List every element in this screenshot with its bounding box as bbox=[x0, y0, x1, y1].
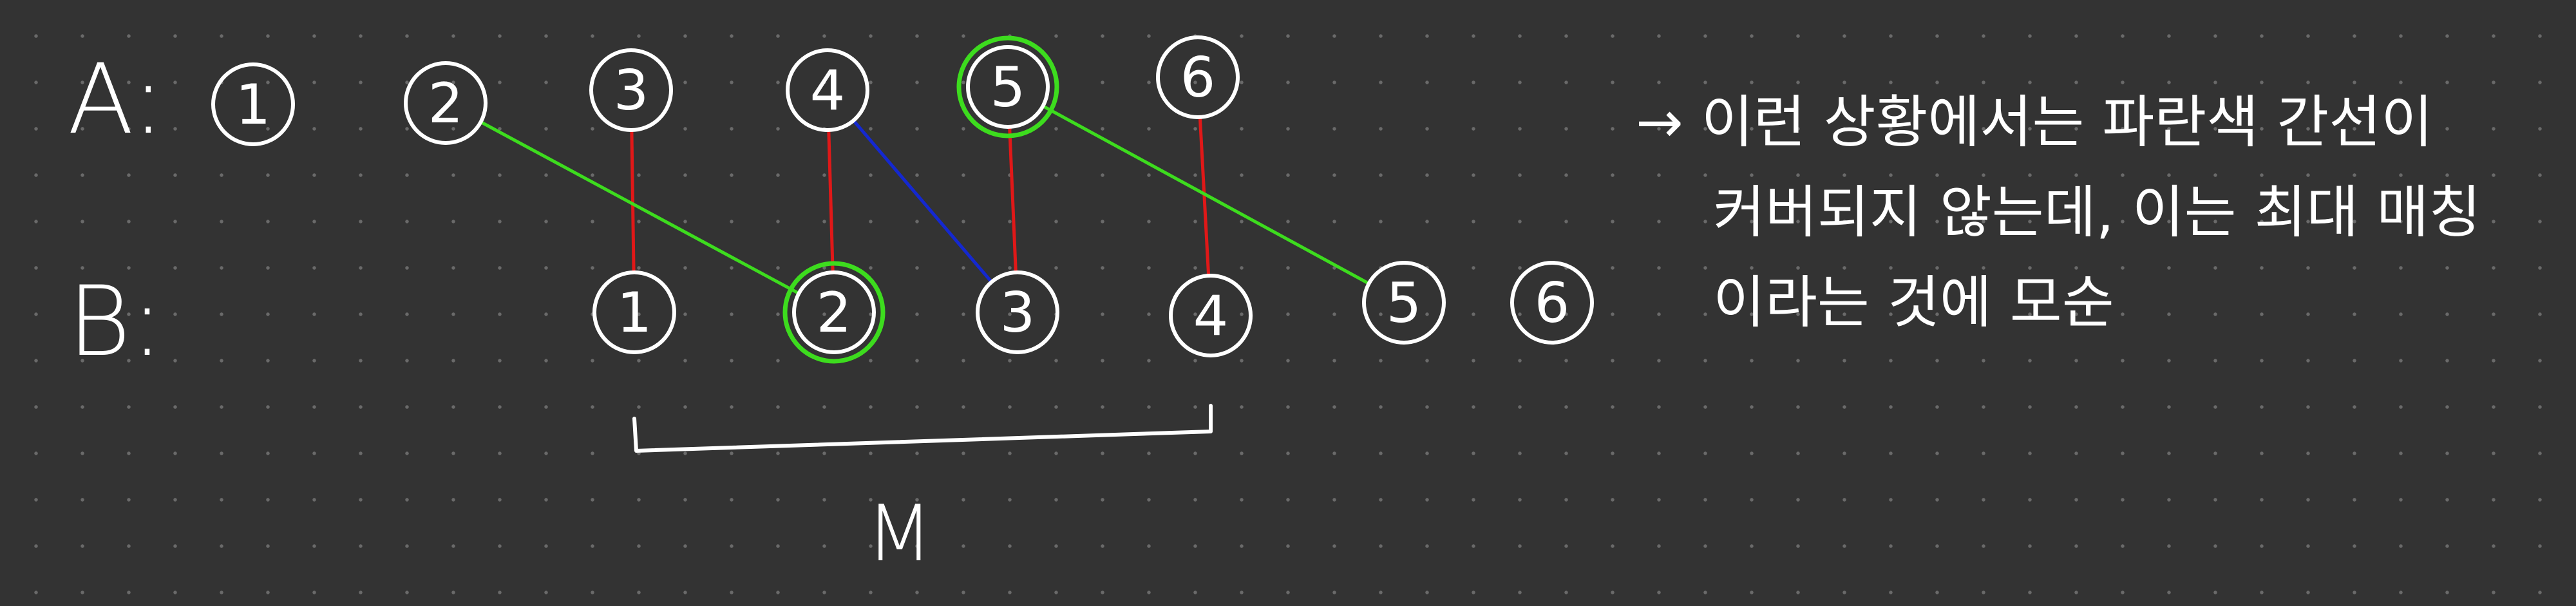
node-label: 2 bbox=[428, 71, 464, 136]
node-label: 2 bbox=[817, 281, 852, 345]
matching-edge-A4-B2 bbox=[827, 128, 835, 274]
explanation-note: → 이런 상황에서는 파란색 간선이 커버되지 않는데, 이는 최대 매칭 이라… bbox=[1636, 77, 2550, 348]
node-label: 3 bbox=[1000, 281, 1036, 345]
highlight-ring bbox=[956, 35, 1059, 138]
row-label-b: B: bbox=[68, 266, 164, 378]
node-b1: 1 bbox=[592, 270, 676, 354]
uncovered-edge-A4-B3 bbox=[851, 118, 994, 284]
node-a6: 6 bbox=[1156, 35, 1240, 119]
row-label-a: A: bbox=[68, 44, 165, 156]
node-label: 4 bbox=[810, 59, 846, 123]
node-b5: 5 bbox=[1362, 261, 1446, 345]
node-a1: 1 bbox=[211, 62, 295, 146]
node-a2: 2 bbox=[404, 61, 488, 145]
node-a4: 4 bbox=[786, 48, 869, 132]
node-label: 5 bbox=[990, 55, 1026, 120]
node-label: 3 bbox=[614, 59, 649, 123]
node-b3: 3 bbox=[976, 270, 1059, 354]
highlight-ring bbox=[782, 261, 886, 364]
matching-edge-A5-B3 bbox=[1008, 125, 1018, 274]
matching-label: M bbox=[866, 489, 933, 579]
matching-edge-A6-B4 bbox=[1198, 115, 1211, 278]
augmenting-edge-A2-B2 bbox=[479, 120, 800, 296]
node-label: 6 bbox=[1180, 46, 1216, 110]
augmenting-edge-A5-B5 bbox=[1041, 104, 1371, 285]
note-line: 커버되지 않는데, 이는 최대 매칭 bbox=[1713, 179, 2481, 245]
node-label: 4 bbox=[1193, 284, 1229, 348]
matching-bracket bbox=[632, 404, 1213, 453]
node-b4: 4 bbox=[1169, 274, 1253, 357]
node-b6: 6 bbox=[1510, 261, 1594, 345]
node-b2: 2 bbox=[782, 261, 886, 364]
matching-edge-A3-B1 bbox=[630, 128, 636, 274]
node-label: 1 bbox=[236, 73, 271, 137]
note-line: 이라는 것에 모순 bbox=[1713, 269, 2114, 336]
node-a3: 3 bbox=[589, 48, 673, 132]
node-label: 5 bbox=[1387, 271, 1422, 336]
node-label: 6 bbox=[1535, 271, 1570, 336]
node-a5: 5 bbox=[956, 35, 1059, 138]
note-line: → 이런 상황에서는 파란색 간선이 bbox=[1636, 89, 2434, 155]
node-label: 1 bbox=[617, 281, 652, 345]
